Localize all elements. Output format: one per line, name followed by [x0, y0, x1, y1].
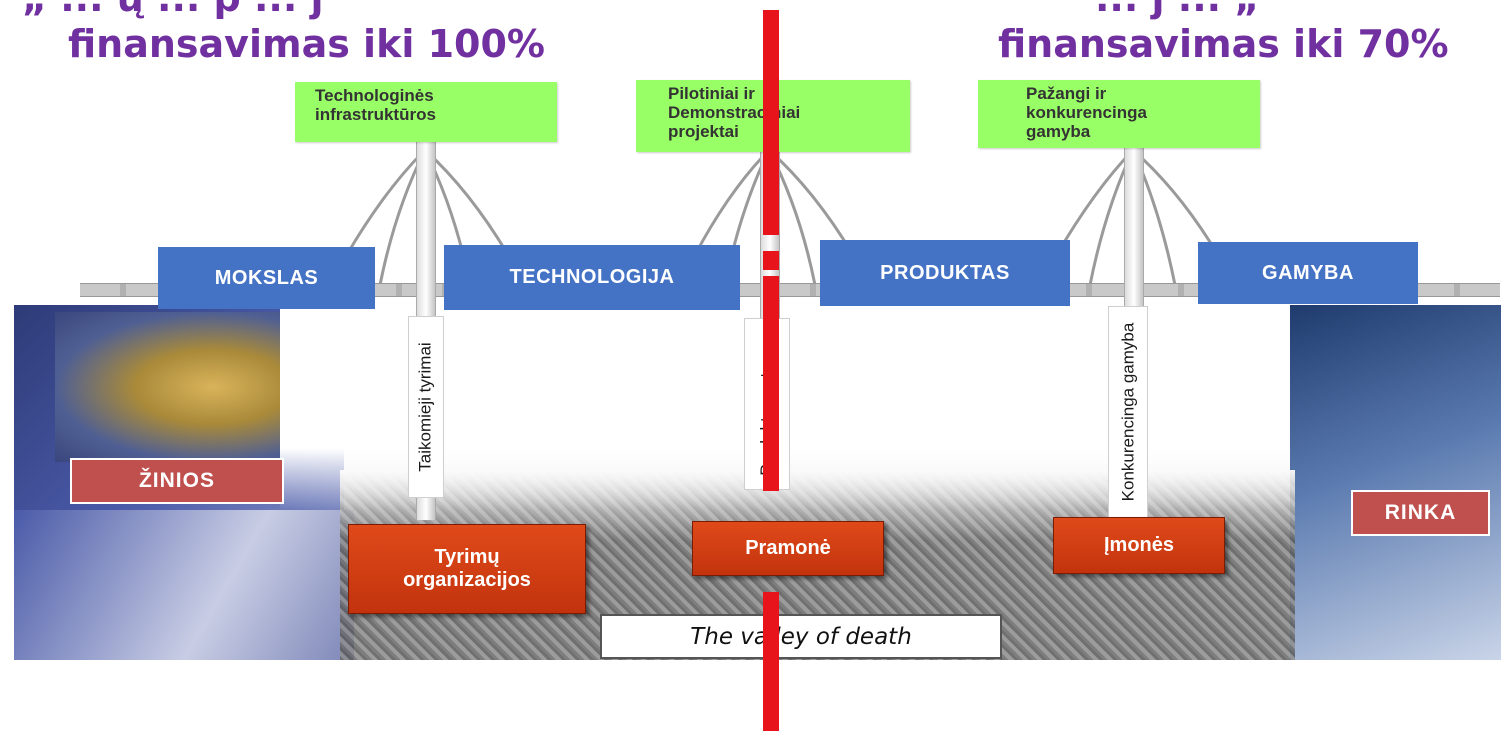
left-heading: finansavimas iki 100% [68, 22, 546, 66]
vertical-label-competitive-production: Konkurencinga gamyba [1108, 306, 1148, 518]
right-heading: finansavimas iki 70% [998, 22, 1449, 66]
vertical-label-text: Taikomieji tyrimai [416, 342, 436, 472]
green-box-technology-infrastructures: Technologinės infrastruktūros [295, 82, 557, 142]
blue-box-mokslas: MOKSLAS [158, 247, 375, 309]
blue-box-technologija: TECHNOLOGIJA [444, 245, 740, 310]
vertical-label-applied-research: Taikomieji tyrimai [408, 316, 444, 498]
divider-line-segment [763, 251, 779, 270]
label-rinka: RINKA [1351, 490, 1490, 536]
right-heading-top-cut: ... j ... „ [1095, 0, 1259, 17]
label-zinios: ŽINIOS [70, 458, 284, 504]
orange-box-research-organizations: Tyrimų organizacijos [348, 524, 586, 614]
blue-box-produktas: PRODUKTAS [820, 240, 1070, 306]
left-heading-top-cut: „ ... ų ... p ... j [22, 0, 324, 17]
orange-box-pramone: Pramonė [692, 521, 884, 576]
green-box-advanced-production: Pažangi ir konkurencinga gamyba [978, 80, 1260, 148]
keyboard-photo [14, 510, 354, 660]
divider-line-top [763, 10, 779, 235]
valley-of-death-label: The valley of death [600, 614, 1002, 659]
lab-worker-photo [55, 312, 280, 462]
orange-box-imones: Įmonės [1053, 517, 1225, 574]
market-photo-panel [1290, 305, 1501, 660]
divider-line-middle [763, 276, 779, 491]
vertical-label-text: Konkurencinga gamyba [1118, 322, 1137, 502]
blue-box-gamyba: GAMYBA [1198, 242, 1418, 304]
divider-line-bottom [763, 592, 779, 731]
